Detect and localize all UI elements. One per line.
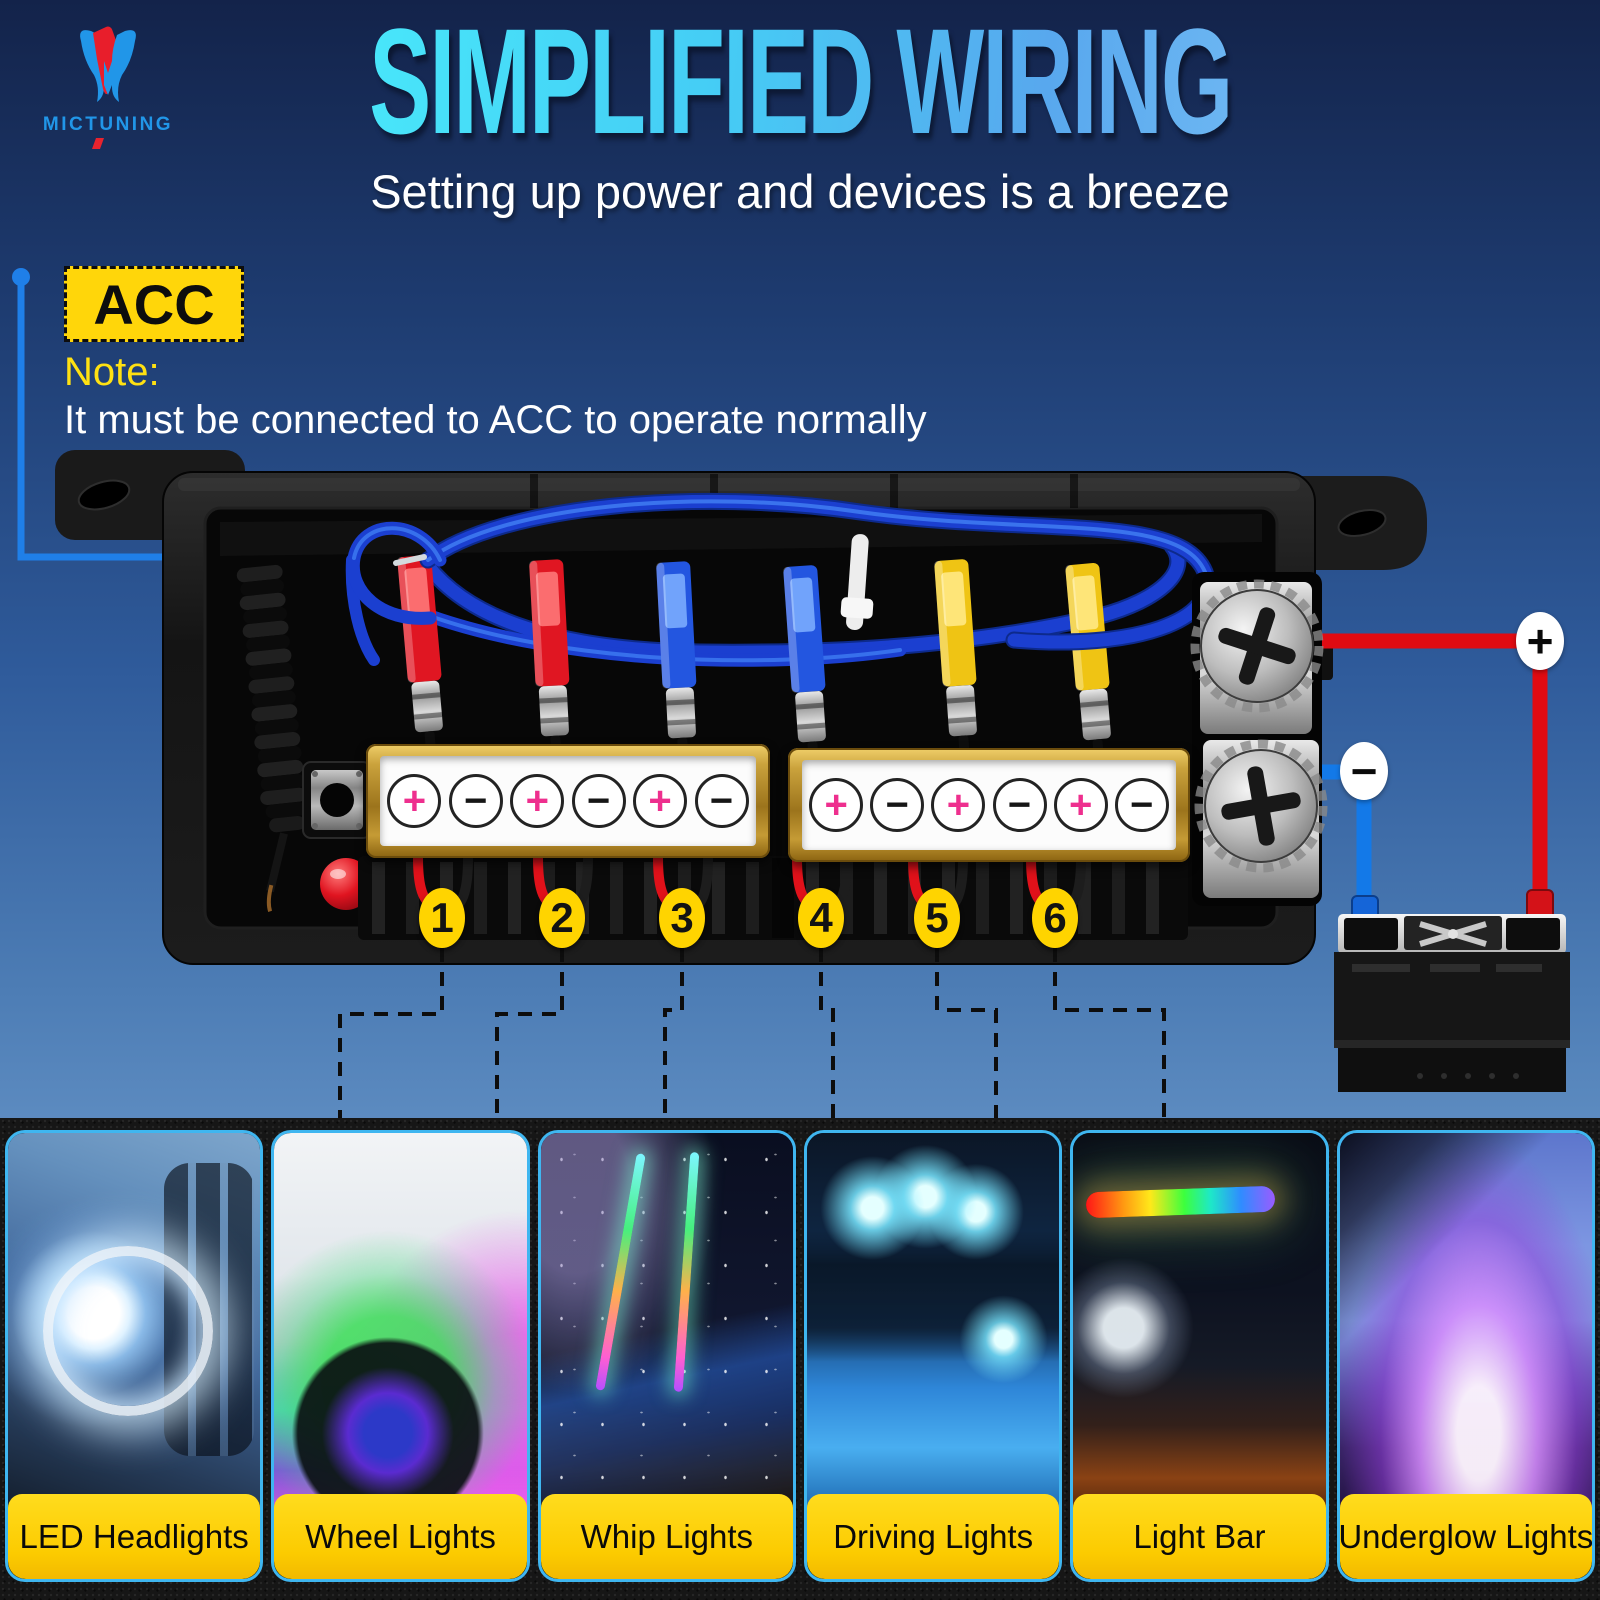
note-label: Note: [64,350,160,394]
note-text: It must be connected to ACC to operate n… [64,398,927,442]
page-subtitle: Setting up power and devices is a breeze [370,165,1230,218]
terminal-strip-a: +−+−+− [366,744,770,858]
brand-wordmark: MICTUNING [42,114,174,135]
terminal-negative-symbol: − [870,778,925,832]
circuit-number-badge: 5 [914,888,960,948]
panel-underglow-lights: Underglow Lights [1336,1130,1595,1582]
panel-led-headlights: LED Headlights [5,1130,264,1582]
panel-label: Driving Lights [806,1494,1060,1579]
page-title: SIMPLIFIED WIRING [368,0,1233,165]
panel-label: Underglow Lights [1339,1494,1592,1579]
driving-lights-photo [806,1133,1060,1509]
circuit-number-badge: 2 [539,888,585,948]
panel-driving-lights: Driving Lights [803,1130,1063,1582]
underglow-lights-photo [1339,1133,1592,1509]
fuse-yellow-icon [934,559,977,766]
circuit-number-badge: 3 [659,888,705,948]
circuit-number-badge: 4 [798,888,844,948]
panel-light-bar: Light Bar [1070,1130,1329,1582]
fuse-yellow-icon [1065,563,1111,770]
terminal-negative-symbol: − [448,774,503,828]
bottom-band [0,1118,1600,1600]
light-bar-photo [1073,1133,1326,1509]
panel-whip-lights: Whip Lights [537,1130,796,1582]
terminal-negative-symbol: − [571,774,626,828]
terminal-negative-symbol: − [992,778,1047,832]
acc-harness-wires-front [346,492,1216,651]
battery-positive-marker: + [1516,612,1564,670]
mictuning-logo: MICTUNING [28,24,188,149]
reset-button-icon [302,761,372,839]
wheel-lights-photo [274,1133,527,1509]
terminal-positive-symbol: + [809,778,864,832]
circuit-number-badge: 1 [419,888,465,948]
fuse-red-icon [529,559,570,766]
panel-label: LED Headlights [8,1494,261,1579]
panel-wheel-lights: Wheel Lights [271,1130,530,1582]
terminal-positive-symbol: + [1053,778,1108,832]
terminal-strip-b: +−+−+− [788,748,1190,862]
terminal-strip-b-symbols: +−+−+− [802,760,1176,850]
wire-loom-icon [236,564,307,912]
terminal-positive-symbol: + [387,774,442,828]
negative-screw-terminal-icon [1194,739,1328,898]
acc-callout-box: ACC [64,266,244,342]
mictuning-logo-icon [80,26,136,102]
led-headlights-photo [8,1133,261,1509]
terminal-strip-a-symbols: +−+−+− [380,756,756,846]
circuit-number-badge: 6 [1032,888,1078,948]
fuse-blue-icon [656,561,697,768]
terminal-negative-symbol: − [1114,778,1169,832]
terminal-positive-symbol: + [931,778,986,832]
panel-label: Whip Lights [540,1494,793,1579]
terminal-positive-symbol: + [510,774,565,828]
panel-label: Light Bar [1073,1494,1326,1579]
panel-leader-lines [338,948,1166,1128]
whip-lights-photo [540,1133,793,1509]
panel-label: Wheel Lights [274,1494,527,1579]
terminal-negative-symbol: − [694,774,749,828]
fuses [397,555,1111,772]
battery-graphic [1334,889,1570,1092]
terminal-positive-symbol: + [633,774,688,828]
battery-negative-marker: − [1340,742,1388,800]
